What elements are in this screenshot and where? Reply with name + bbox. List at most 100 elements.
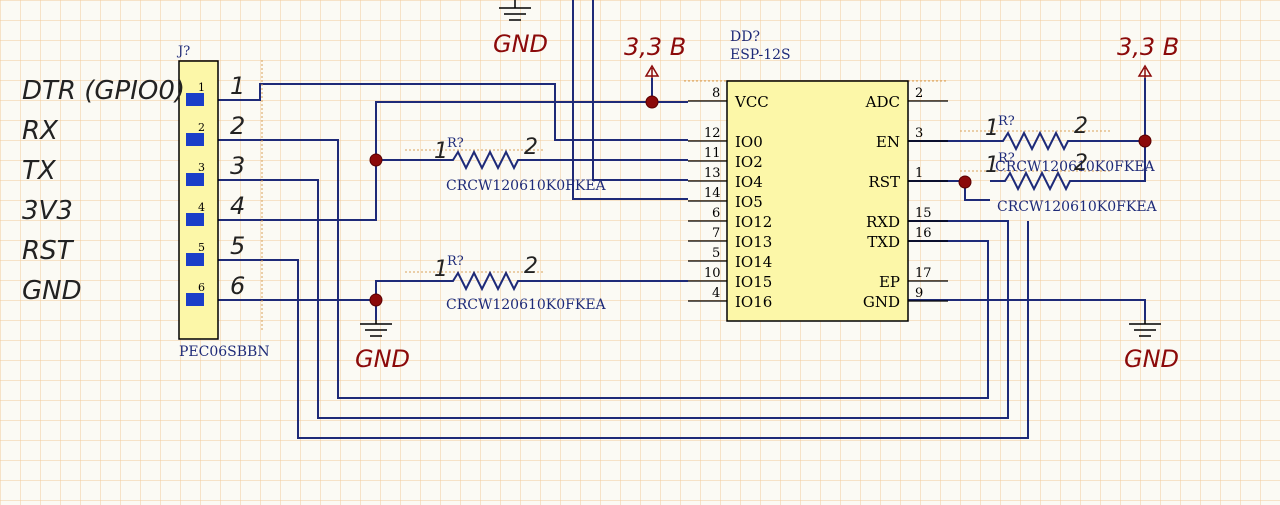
pin-pad bbox=[186, 213, 204, 226]
resistor-pin2: 2 bbox=[1074, 151, 1088, 176]
pin-number: 11 bbox=[704, 146, 721, 161]
pin-number: 3 bbox=[198, 161, 205, 174]
junction-dot bbox=[369, 153, 383, 167]
pin-label: 3 bbox=[230, 152, 245, 180]
module-pin-stubs bbox=[688, 100, 948, 302]
pin-number: 9 bbox=[915, 286, 923, 301]
pin-number: 6 bbox=[198, 281, 205, 294]
pin-number: 2 bbox=[198, 121, 205, 134]
pin-name: EP bbox=[879, 273, 900, 291]
pin-name: ADC bbox=[865, 93, 900, 111]
pin-name: IO0 bbox=[735, 133, 763, 151]
pin-name: GND bbox=[863, 293, 900, 311]
resistor-part: CRCW120610K0FKEA bbox=[446, 297, 607, 313]
pin-pad bbox=[186, 293, 204, 306]
pin-name: IO15 bbox=[735, 273, 772, 291]
pin-label: 4 bbox=[230, 192, 245, 220]
gnd-symbol-top[interactable]: GND bbox=[493, 0, 548, 58]
signal-label: DTR (GPIO0) bbox=[22, 76, 185, 106]
vcc-label: 3,3 B bbox=[624, 33, 686, 61]
pin-name: RXD bbox=[866, 213, 900, 231]
junction-dot bbox=[1138, 134, 1152, 148]
resistor-en-pullup[interactable]: 1 R? 2 CRCW120610K0FKEA bbox=[985, 114, 1156, 175]
resistor-part: CRCW120610K0FKEA bbox=[995, 159, 1156, 175]
pin-label: 6 bbox=[230, 272, 245, 300]
esp-module[interactable]: DD? ESP-12S 8 VCC 12 IO0 11 IO2 13 IO4 1… bbox=[704, 29, 932, 322]
pin-label: 5 bbox=[230, 232, 245, 260]
resistor-pin1: 1 bbox=[985, 116, 999, 141]
pin-name: TXD bbox=[867, 233, 900, 251]
selection-hints bbox=[261, 60, 1110, 330]
gnd-label: GND bbox=[355, 345, 410, 373]
pin-number: 2 bbox=[915, 86, 923, 101]
resistor-ref: R? bbox=[447, 254, 464, 269]
resistor-part: CRCW120610K0FKEA bbox=[997, 199, 1158, 215]
pin-name: IO13 bbox=[735, 233, 772, 251]
pin-number: 5 bbox=[198, 241, 205, 254]
pin-name: RST bbox=[868, 173, 900, 191]
connector-pin-3[interactable]: 3 3 TX bbox=[22, 152, 245, 186]
pin-pad bbox=[186, 173, 204, 186]
vcc-label: 3,3 B bbox=[1117, 33, 1179, 61]
connector-j[interactable]: J? PEC06SBBN 1 1 DTR (GPIO0) 2 2 RX 3 3 … bbox=[22, 44, 270, 360]
junction-dot bbox=[645, 95, 659, 109]
pin-number: 15 bbox=[915, 206, 932, 221]
vcc-symbol-module[interactable]: 3,3 B bbox=[624, 33, 686, 78]
pin-name: IO12 bbox=[735, 213, 772, 231]
resistor-pin2: 2 bbox=[524, 135, 538, 160]
pin-name: EN bbox=[876, 133, 900, 151]
pin-label: 1 bbox=[230, 72, 245, 100]
junction-dot bbox=[958, 175, 972, 189]
module-left-pins: 8 VCC 12 IO0 11 IO2 13 IO4 14 IO5 6 IO12… bbox=[704, 86, 772, 311]
connector-pin-1[interactable]: 1 1 DTR (GPIO0) bbox=[22, 72, 245, 106]
signal-label: TX bbox=[22, 156, 57, 186]
resistor-ref: R? bbox=[998, 114, 1015, 129]
connector-part: PEC06SBBN bbox=[179, 344, 270, 360]
pin-name: IO2 bbox=[735, 153, 763, 171]
pin-number: 8 bbox=[712, 86, 720, 101]
module-ref: DD? bbox=[730, 29, 760, 45]
pin-name: IO5 bbox=[735, 193, 763, 211]
signal-label: GND bbox=[22, 276, 82, 306]
pin-pad bbox=[186, 133, 204, 146]
connector-pin-6[interactable]: 6 6 GND bbox=[22, 272, 245, 306]
gnd-symbol-right[interactable]: GND bbox=[1124, 320, 1179, 373]
pin-number: 12 bbox=[704, 126, 721, 141]
pin-name: VCC bbox=[734, 93, 769, 111]
connector-pin-4[interactable]: 4 4 3V3 bbox=[22, 192, 245, 226]
pin-name: IO4 bbox=[735, 173, 763, 191]
gnd-label: GND bbox=[1124, 345, 1179, 373]
pin-pad bbox=[186, 253, 204, 266]
module-part: ESP-12S bbox=[730, 47, 791, 63]
resistor-io15-pulldown[interactable]: 1 R? 2 CRCW120610K0FKEA bbox=[434, 254, 607, 313]
connector-body bbox=[178, 60, 219, 340]
pin-pad bbox=[186, 93, 204, 106]
pin-number: 14 bbox=[704, 186, 721, 201]
signal-label: RST bbox=[22, 236, 75, 266]
gnd-symbol-connector[interactable]: GND bbox=[355, 320, 410, 373]
junction-dot bbox=[369, 293, 383, 307]
resistor-part: CRCW120610K0FKEA bbox=[446, 178, 607, 194]
pin-number: 17 bbox=[915, 266, 932, 281]
resistor-pin2: 2 bbox=[1074, 114, 1088, 139]
resistor-pin2: 2 bbox=[524, 254, 538, 279]
resistor-ref: R? bbox=[998, 151, 1015, 166]
resistor-pin1: 1 bbox=[985, 153, 999, 178]
vcc-symbol-right[interactable]: 3,3 B bbox=[1117, 33, 1179, 78]
pin-name: IO16 bbox=[735, 293, 772, 311]
resistor-io2-pullup[interactable]: 1 R? 2 CRCW120610K0FKEA bbox=[434, 135, 607, 194]
resistor-rst-pullup[interactable]: 1 R? 2 CRCW120610K0FKEA bbox=[985, 151, 1158, 215]
pin-number: 16 bbox=[915, 226, 932, 241]
module-body bbox=[726, 80, 909, 322]
connector-ref: J? bbox=[176, 44, 190, 59]
pin-number: 1 bbox=[198, 81, 205, 94]
pin-number: 6 bbox=[712, 206, 720, 221]
connector-pin-5[interactable]: 5 5 RST bbox=[22, 232, 245, 266]
pin-number: 10 bbox=[704, 266, 721, 281]
module-right-pins: ADC 2 EN 3 RST 1 RXD 15 TXD 16 EP 17 GND… bbox=[863, 86, 932, 311]
signal-label: RX bbox=[22, 116, 59, 146]
pin-number: 5 bbox=[712, 246, 720, 261]
connector-pin-2[interactable]: 2 2 RX bbox=[22, 112, 245, 146]
pin-number: 4 bbox=[712, 286, 720, 301]
